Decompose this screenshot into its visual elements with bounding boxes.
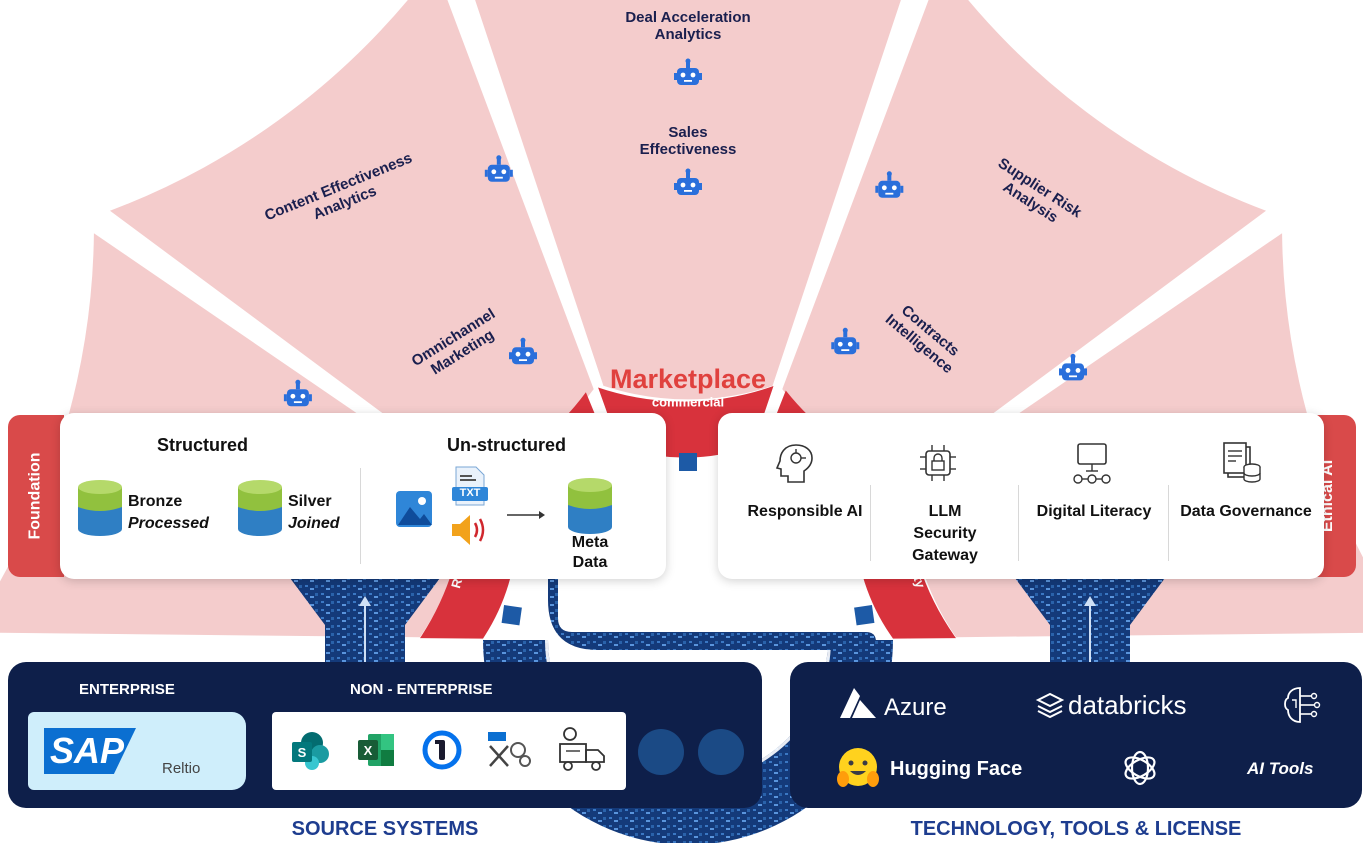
audio-file-icon [452,515,485,545]
ring-label-2: commercial [652,394,724,409]
ai-brain-circuit-icon [1284,687,1321,723]
source-systems-panel: ENTERPRISE NON - ENTERPRISE SAP Reltio S… [8,662,762,808]
arrow-right-icon [507,511,545,519]
sap-logo-text: SAP [50,730,125,771]
reltio-label: Reltio [162,760,201,777]
azure-logo-icon [840,688,876,718]
llm-security-gateway-label: LLM Security Gateway [912,503,978,564]
ethical-divider-2 [1018,485,1019,561]
ethical-ai-card: Responsible AI LLM Security Gateway Digi… [718,413,1324,579]
foundation-funnel [290,578,440,662]
security-chip-icon [920,445,956,481]
azure-label: Azure [884,694,947,721]
computer-network-icon [1073,443,1111,484]
ethical-divider-3 [1168,485,1169,561]
ai-head-icon [775,444,813,483]
ethical-funnel [1015,578,1165,662]
foundation-divider [360,468,361,564]
ai-tools-label: AI Tools [1247,759,1314,778]
hugging-face-label: Hugging Face [890,758,1023,780]
placeholder-circle-1 [638,729,684,775]
meta-data-pipe [548,578,876,660]
bronze-label: Bronze [128,493,183,510]
arch-connector-3 [679,453,697,471]
foundation-card: Structured Un-structured Bronze Processe… [60,413,666,579]
arch-connector-6 [854,605,875,626]
non-enterprise-box: S X [272,712,626,790]
technology-panel: Azure databricks Hugging Face AI Tools [790,662,1362,808]
ethical-divider-1 [870,485,871,561]
non-enterprise-title: NON - ENTERPRISE [350,681,493,698]
bronze-sub-label: Processed [128,515,209,532]
enterprise-title: ENTERPRISE [79,681,175,698]
silver-sub-label: Joined [288,515,340,532]
source-systems-footer: SOURCE SYSTEMS [291,818,479,840]
sap-tools-icon [488,732,531,767]
excel-icon: X [358,734,394,766]
openai-logo-icon [1124,750,1156,786]
bronze-database-icon [78,480,122,536]
meta-data-label: Meta Data [571,534,609,571]
marketplace-title: Marketplace [610,364,766,394]
image-file-icon [396,491,432,527]
svg-text:X: X [364,743,373,758]
segment-1 [109,0,594,481]
text-file-icon [452,466,488,506]
hugging-face-icon [837,748,879,787]
data-governance-label: Data Governance [1180,503,1312,520]
structured-title: Structured [157,435,249,455]
databricks-label: databricks [1068,690,1187,720]
meta-database-icon [568,478,612,534]
txt-badge: TXT [459,487,481,499]
unstructured-title: Un-structured [447,435,567,455]
enterprise-box: SAP Reltio [28,712,246,790]
document-database-icon [1223,442,1261,483]
foundation-tab: Foundation [8,415,64,577]
one-password-icon [422,730,462,770]
digital-literacy-label: Digital Literacy [1036,503,1152,520]
silver-label: Silver [288,493,332,510]
responsible-ai-label: Responsible AI [747,503,863,520]
foundation-tab-label: Foundation [27,452,44,540]
sap-logo: SAP [44,728,136,774]
sharepoint-icon: S [292,732,329,770]
databricks-logo-icon [1035,692,1065,718]
svg-text:S: S [298,745,307,760]
logistics-truck-icon [559,727,605,771]
placeholder-circle-2 [698,729,744,775]
technology-footer: TECHNOLOGY, TOOLS & LICENSE [910,818,1242,840]
segment-3 [782,0,1267,481]
arch-connector-0 [501,605,522,626]
silver-database-icon [238,480,282,536]
segment-2 [475,0,901,400]
